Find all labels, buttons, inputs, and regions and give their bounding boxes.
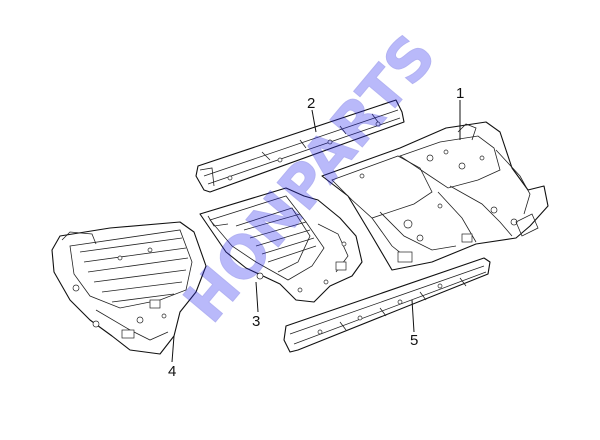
part-3-center-floor [199, 187, 363, 303]
callout-4: 4 [168, 363, 176, 380]
callout-1: 1 [456, 85, 464, 102]
callout-4-leader [171, 335, 175, 363]
part-1-front-floor [321, 121, 549, 271]
part-5-lower-side-sill [283, 257, 491, 353]
callout-3: 3 [252, 313, 260, 330]
callout-2: 2 [307, 95, 315, 112]
callout-3-leader [255, 281, 259, 313]
part-4-rear-floor [51, 221, 207, 355]
callout-5: 5 [410, 332, 418, 349]
callout-2-leader [311, 109, 317, 133]
part-2-side-sill [195, 99, 405, 193]
callout-5-leader [411, 299, 415, 333]
